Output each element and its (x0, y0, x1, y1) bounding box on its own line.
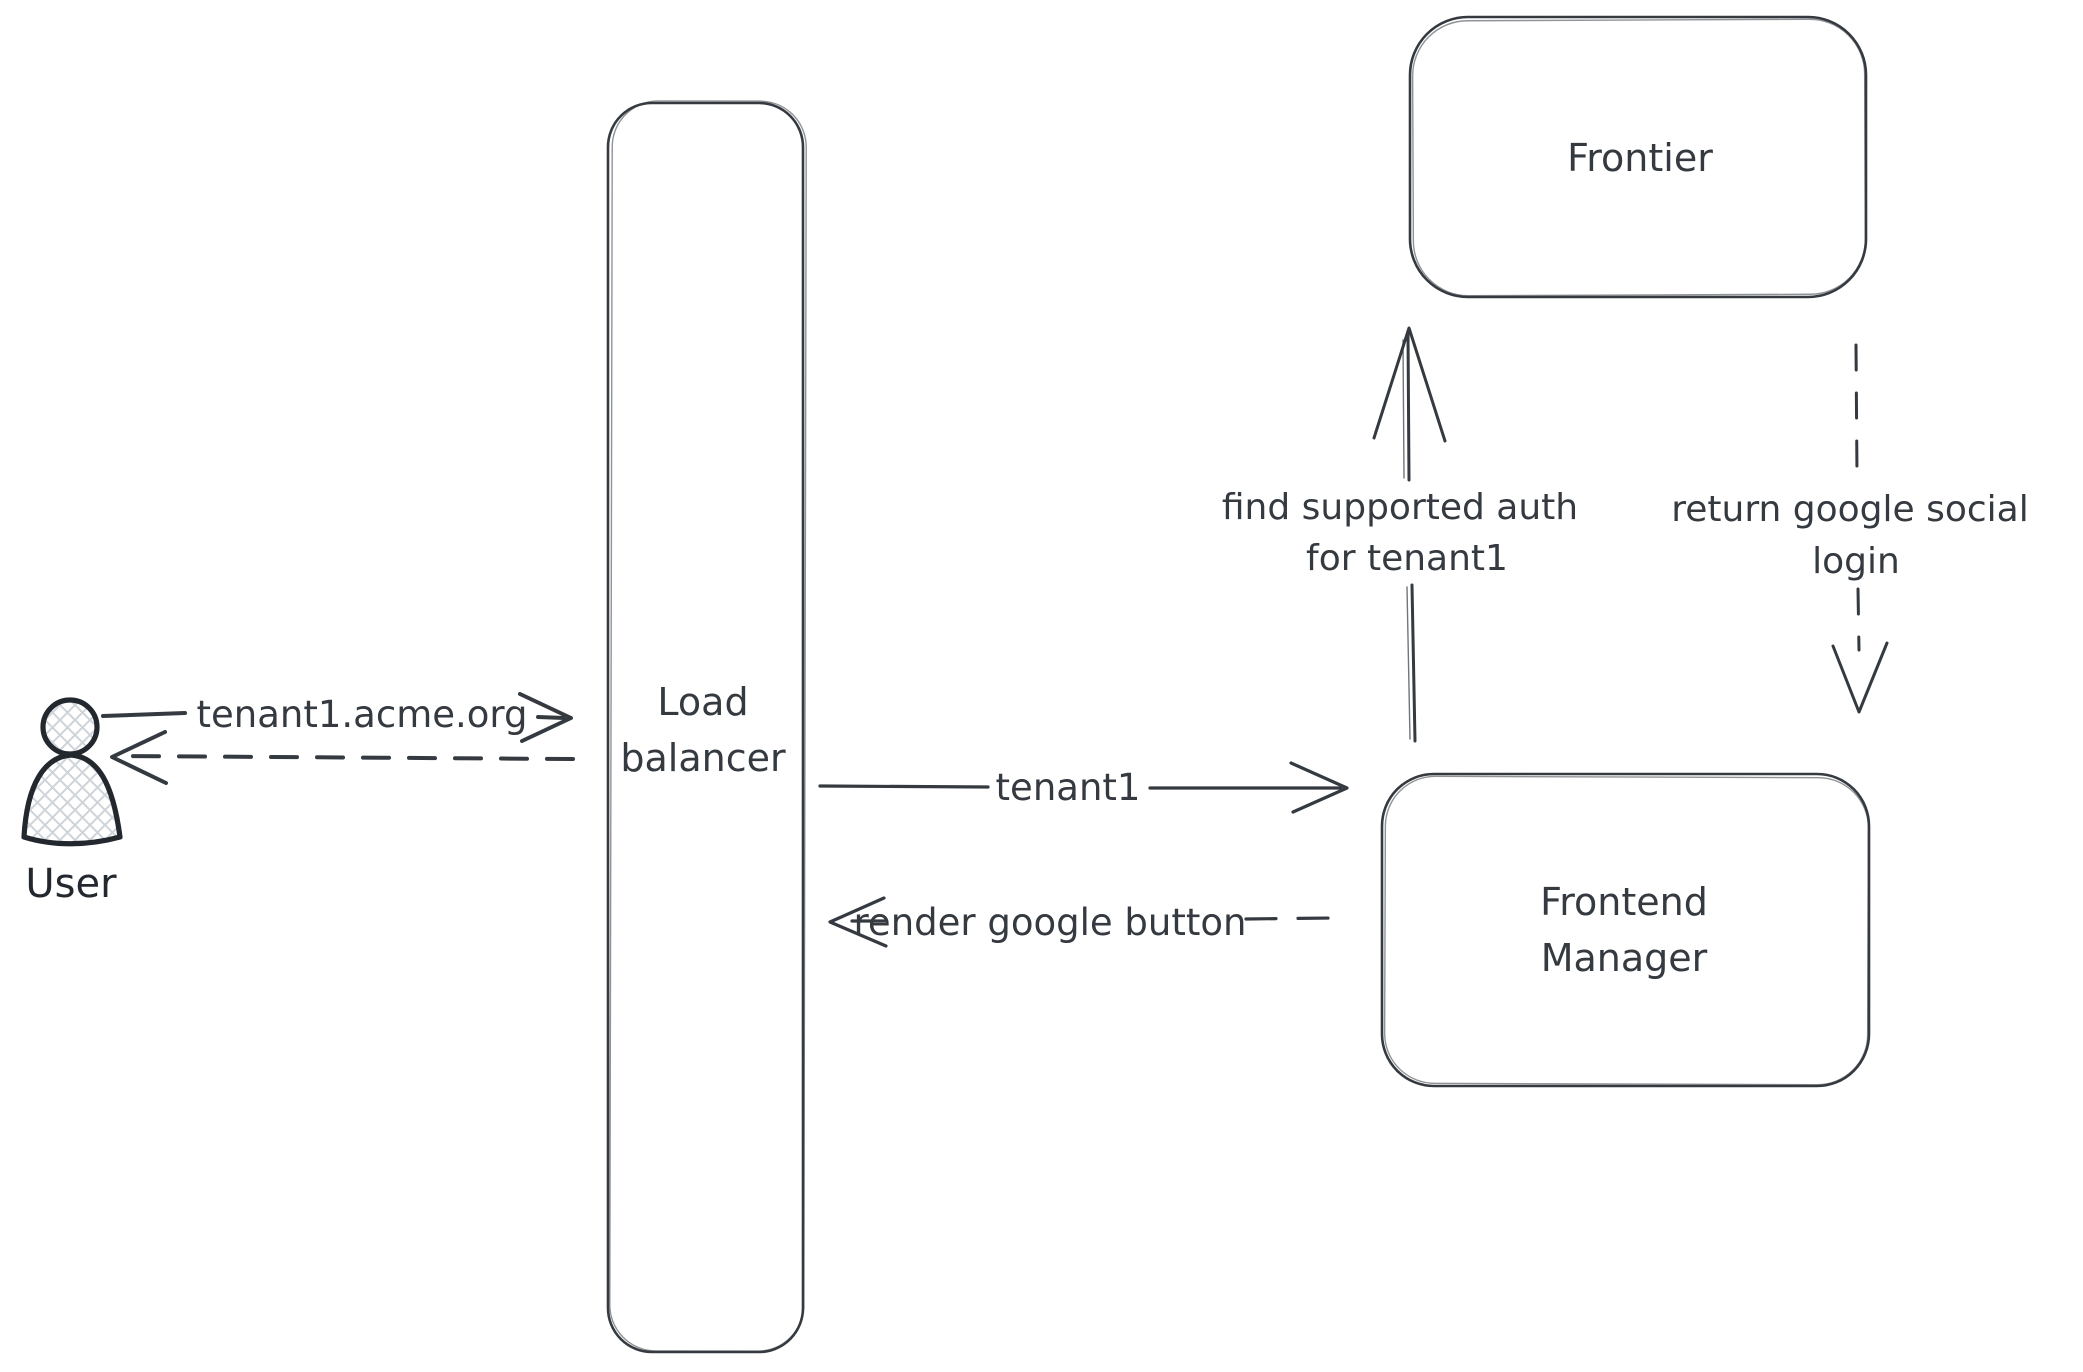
user-body (21, 752, 123, 847)
arrow-down-icon (1831, 641, 1889, 714)
arrow-left-icon (828, 896, 888, 948)
edge-line-dashed (1856, 587, 1861, 652)
edge-line (101, 711, 187, 718)
arrow-left-icon (110, 730, 168, 785)
frontend-manager-box (1380, 772, 1871, 1088)
edge-label-user-to-load-balancer: tenant1.acme.org (197, 693, 528, 736)
load-balancer-box (606, 101, 805, 1354)
edge-line (1406, 332, 1411, 482)
edge-label-return-google-social-line1: return google social (1671, 489, 2029, 530)
edge-label-find-supported-auth-line2: for tenant1 (1306, 538, 1508, 579)
load-balancer-label-line2: balancer (620, 736, 786, 780)
edge-line-dashed (120, 754, 575, 761)
nodes-group: Load balancer Frontier Frontend Manager … (21, 15, 1871, 1354)
edge-line-dashed (1244, 916, 1334, 921)
edge-frontend-manager-to-load-balancer: render google button (828, 896, 1334, 948)
edge-label-frontend-manager-to-load-balancer: render google button (854, 901, 1247, 944)
load-balancer-label-line1: Load (657, 680, 748, 724)
edge-line (818, 784, 990, 789)
edge-line-sketch (1406, 586, 1411, 740)
edge-load-balancer-to-user (110, 730, 575, 785)
load-balancer-box-sketch (609, 100, 807, 1352)
frontier-box (1408, 15, 1868, 299)
frontier-label: Frontier (1567, 136, 1713, 180)
frontend-manager-box-sketch (1383, 775, 1870, 1086)
edge-line (1410, 583, 1417, 743)
edge-load-balancer-to-frontend-manager: tenant1 (818, 761, 1349, 814)
arrow-right-icon (1289, 761, 1349, 814)
frontier-node: Frontier (1408, 15, 1868, 299)
user-label: User (25, 861, 117, 907)
user-actor: User (21, 697, 123, 907)
edges-group: tenant1.acme.org tenant1 render google b… (101, 326, 2029, 948)
edge-frontier-to-frontend-manager: return google social login (1671, 343, 2029, 714)
edge-frontend-manager-to-frontier: find supported auth for tenant1 (1222, 326, 1578, 743)
edge-line (536, 715, 566, 720)
arrow-up-icon (1372, 326, 1447, 443)
frontend-manager-label-line2: Manager (1541, 936, 1708, 980)
arrow-right-icon (518, 692, 573, 743)
edge-label-find-supported-auth-line1: find supported auth (1222, 487, 1578, 528)
frontend-manager-label-line1: Frontend (1540, 880, 1708, 924)
frontend-manager-node: Frontend Manager (1380, 772, 1871, 1088)
frontier-box-sketch (1411, 18, 1867, 297)
edge-line-dashed (1854, 343, 1859, 478)
edge-user-to-load-balancer: tenant1.acme.org (101, 692, 573, 743)
edge-label-load-balancer-to-frontend-manager: tenant1 (996, 766, 1141, 809)
edge-line-sketch (1402, 339, 1405, 479)
load-balancer-node: Load balancer (606, 100, 807, 1354)
edge-label-return-google-social-line2: login (1812, 541, 1900, 582)
user-head (40, 697, 100, 757)
